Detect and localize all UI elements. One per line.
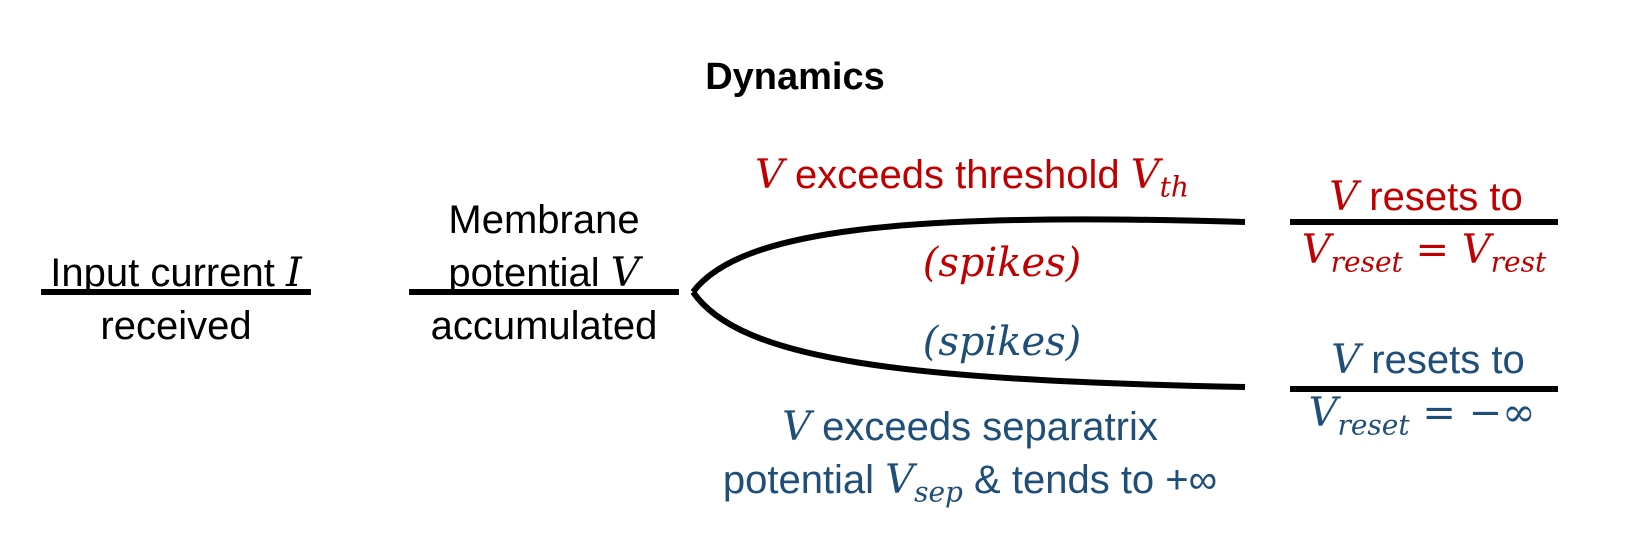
vreset-lower: Vreset [1308,390,1410,442]
upper-reset-equation: Vreset = Vrest [1302,230,1546,276]
separatrix-v: V [782,404,812,450]
upper-result-label: V resets to [1329,177,1522,217]
membrane-var: V [610,250,640,296]
threshold-label: V exceeds threshold Vth [755,155,1189,201]
separatrix-label-line2: potential Vsep & tends to +∞ [723,460,1217,506]
membrane-label-line2: potential V [448,253,639,293]
membrane-label-line1: Membrane [448,198,640,242]
vrest: Vrest [1461,227,1547,279]
input-text: Input current [50,251,286,295]
upper-result-v: V [1329,174,1359,220]
lower-spikes-label: (spikes) [922,319,1082,365]
lower-reset-equation: Vreset = −∞ [1309,393,1536,439]
vreset: Vreset [1301,227,1403,279]
membrane-label-line3: accumulated [430,304,658,348]
separatrix-label-line1: V exceeds separatrix [782,407,1158,447]
upper-branch-curve [690,216,1246,294]
input-label-line2: received [100,304,252,348]
lower-result-v: V [1331,337,1361,383]
lower-result-text: resets to [1360,338,1525,382]
separatrix-potential-text: potential [722,458,886,502]
input-label-line1: Input current I [50,253,302,293]
threshold-text: exceeds threshold [783,153,1131,197]
upper-spikes-label: (spikes) [922,240,1082,286]
vsep: Vsep [885,457,963,509]
diagram-title: Dynamics [705,56,885,98]
equals-sign: = [1402,227,1462,273]
separatrix-tail: & tends to +∞ [962,458,1218,502]
lower-branch-curve [690,290,1246,390]
upper-result-text: resets to [1358,175,1523,219]
threshold-v: V [755,152,784,198]
input-var: I [285,250,302,296]
lower-result-label: V resets to [1331,340,1524,380]
separatrix-text: exceeds separatrix [811,405,1158,449]
membrane-text: potential [448,251,611,295]
threshold-vth: Vth [1130,152,1189,204]
minus-infinity: = −∞ [1409,390,1536,436]
